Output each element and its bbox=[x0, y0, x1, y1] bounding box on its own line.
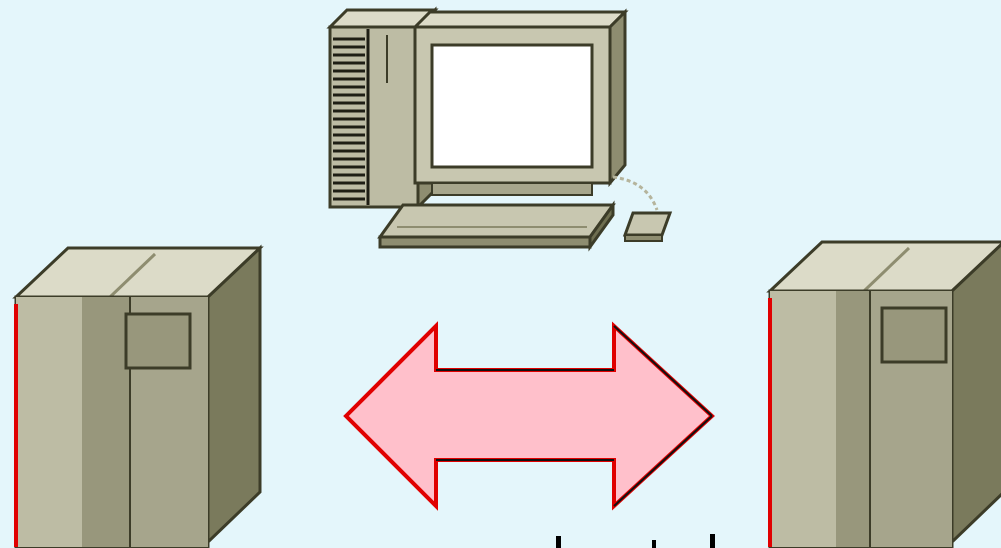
computer-keyboard bbox=[377, 200, 616, 252]
partial-text-fragment bbox=[652, 540, 656, 548]
partial-text-fragment bbox=[710, 534, 715, 548]
computer-monitor bbox=[411, 8, 629, 196]
left-server-icon bbox=[12, 244, 264, 548]
monitor-screen bbox=[430, 43, 594, 169]
right-server-icon bbox=[766, 240, 1001, 548]
partial-text-fragment bbox=[556, 536, 561, 548]
desktop-computer-icon bbox=[326, 6, 673, 252]
double-headed-arrow-icon bbox=[343, 321, 715, 511]
computer-mouse bbox=[612, 175, 673, 242]
